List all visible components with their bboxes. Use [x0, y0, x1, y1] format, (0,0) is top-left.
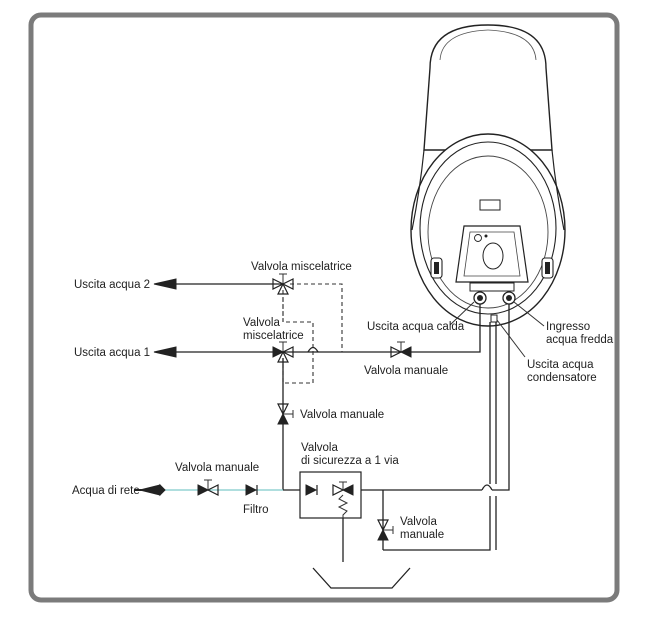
label-safety-valve-1: Valvola	[301, 442, 338, 454]
mixing-valve-middle	[272, 341, 294, 363]
manual-valve-inlet	[197, 479, 219, 496]
manual-valve-drain	[377, 519, 394, 541]
label-condensate-2: condensatore	[527, 372, 597, 384]
label-condensate-1: Uscita acqua	[527, 359, 594, 371]
mixing-valve-top	[272, 273, 294, 295]
tank-end-inner	[427, 155, 549, 309]
drain-funnel	[312, 567, 411, 589]
tank-top-tab	[479, 199, 501, 211]
label-hot-outlet: Uscita acqua calda	[367, 321, 465, 333]
tank-inner-line	[439, 29, 489, 61]
label-filter: Filtro	[243, 504, 269, 516]
mixing-dashed-hot	[290, 283, 343, 352]
label-outlet2: Uscita acqua 2	[74, 279, 150, 291]
label-mixing-valve-top: Valvola miscelatrice	[251, 261, 352, 273]
label-outlet1: Uscita acqua 1	[74, 347, 150, 359]
label-cold-inlet-2: acqua fredda	[546, 334, 614, 346]
tank-body	[423, 24, 553, 151]
label-cold-inlet-1: Ingresso	[546, 321, 590, 333]
label-manual-valve-drain-2: manuale	[400, 529, 444, 541]
water-heater-tank	[410, 24, 566, 327]
hot-water-pipe	[283, 304, 481, 353]
diagram-frame	[28, 12, 620, 603]
filter	[245, 484, 258, 496]
label-safety-valve-2: di sicurezza a 1 via	[301, 455, 399, 467]
label-manual-valve-hot: Valvola manuale	[364, 365, 448, 377]
label-mixing-valve-mid-2: miscelatrice	[243, 330, 304, 342]
outlet1-arrow	[153, 346, 177, 358]
manual-valve-hot	[390, 341, 412, 358]
label-mixing-valve-mid-1: Valvola	[243, 317, 280, 329]
label-manual-valve-drain-1: Valvola	[400, 516, 437, 528]
label-manual-valve-inlet: Valvola manuale	[175, 462, 259, 474]
label-manual-valve-vertical: Valvola manuale	[300, 409, 384, 421]
label-mains-water: Acqua di rete	[72, 485, 140, 497]
condensate-connection	[490, 314, 498, 323]
safety-valve	[299, 471, 362, 519]
tank-end-ring	[419, 141, 557, 315]
tank-panel-window	[482, 242, 504, 270]
manual-valve-vertical	[277, 403, 294, 425]
outlet2-arrow	[153, 278, 177, 290]
